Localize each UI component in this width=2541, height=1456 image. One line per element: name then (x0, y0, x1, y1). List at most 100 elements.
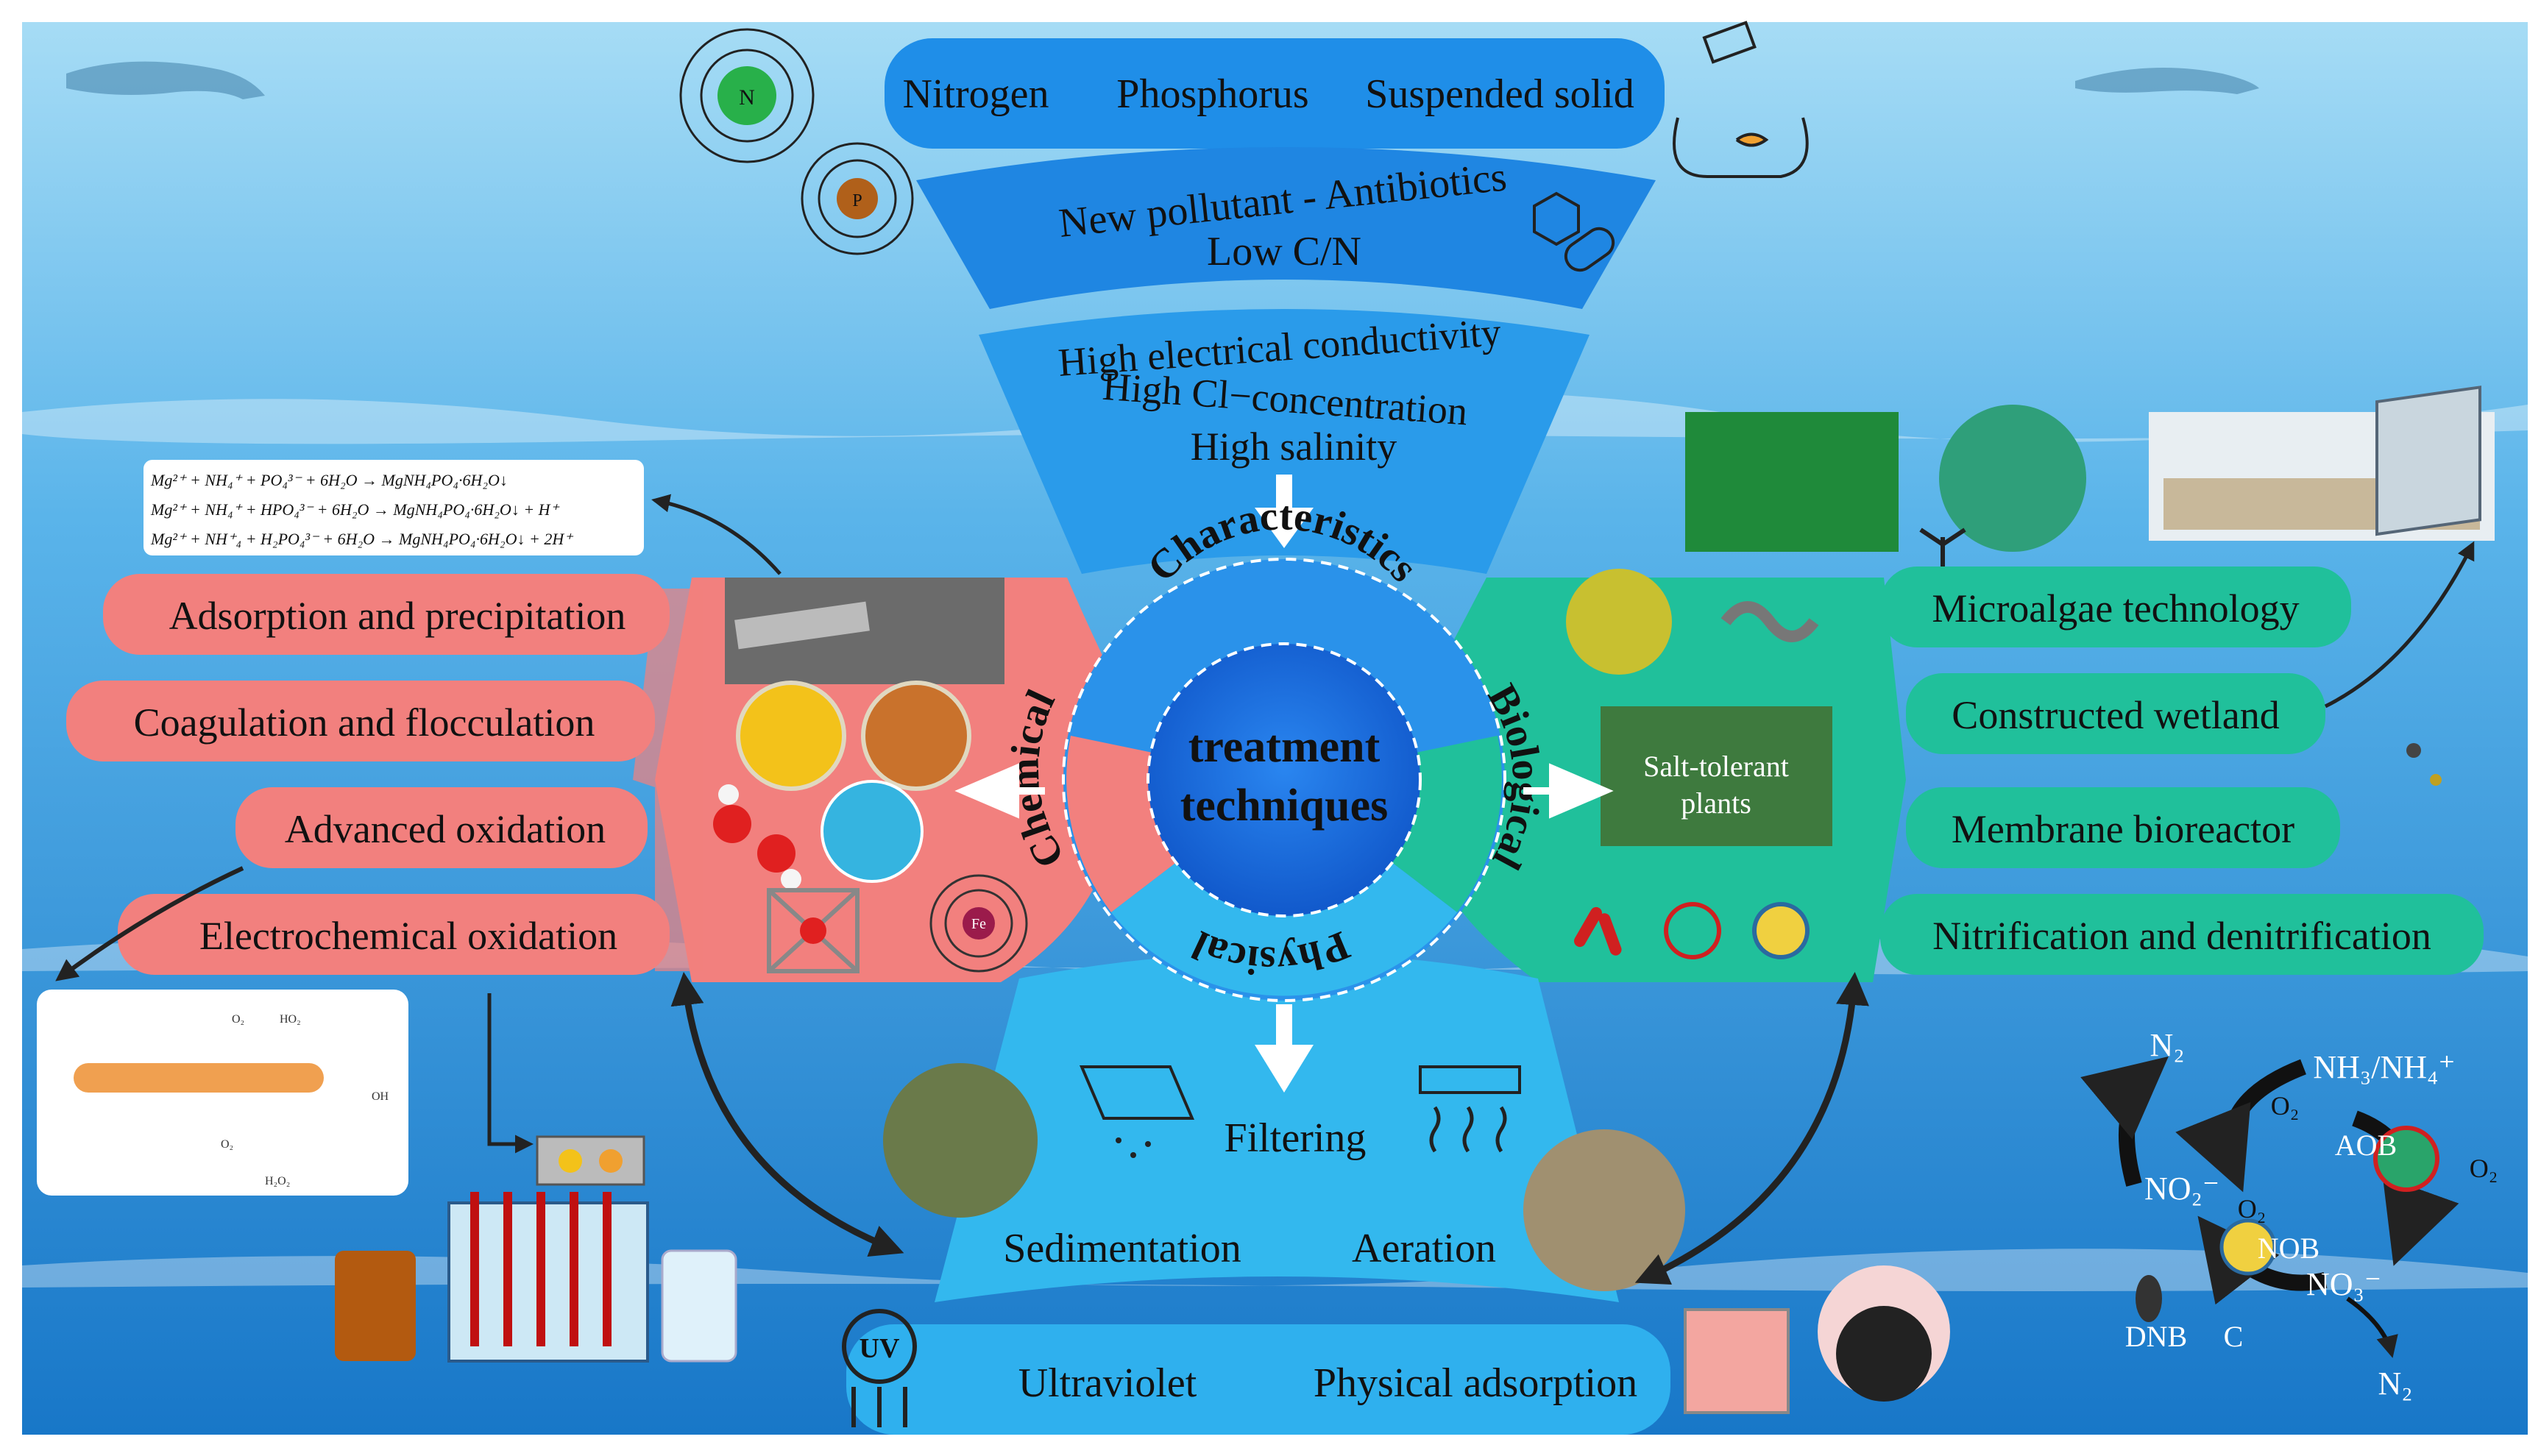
whale-silhouettes (66, 61, 2259, 99)
plants-label-1: Salt-tolerant (1643, 750, 1789, 783)
dnb-cell-icon (2136, 1275, 2162, 1322)
svg-text:NH₃/NH₄⁺: NH₃/NH₄⁺ (2313, 1049, 2455, 1085)
bio-item-2 (1906, 673, 2325, 754)
band1-low-cn: Low C/N (1207, 229, 1361, 274)
nob-cell-icon (2219, 1218, 2277, 1276)
down-arrow-top-icon (1255, 508, 1314, 548)
svg-text:P: P (852, 191, 862, 210)
filter-icon (1079, 1065, 1195, 1158)
center-core (1147, 642, 1422, 917)
svg-text:O₂: O₂ (221, 1138, 233, 1151)
cycle-arrow-to-n2 (2080, 1056, 2169, 1187)
top-bar-nitrogen: Nitrogen (902, 71, 1049, 117)
center-line-2: techniques (1180, 781, 1388, 831)
brown-powder-dish (861, 681, 971, 791)
sedimentation-photo (883, 1063, 1038, 1218)
top-bar-phosphorus: Phosphorus (1116, 71, 1308, 117)
oxidation-membrane (74, 1063, 324, 1093)
fork-arrow-microalgae (1919, 528, 1966, 567)
equation-2: Mg²⁺ + NH₄⁺ + HPO₄³⁻ + 6H₂O → MgNH₄PO₄·6… (150, 500, 561, 519)
top-bar (885, 38, 1665, 149)
chem-item-2-label: Coagulation and flocculation (134, 700, 595, 745)
chem-item-2 (66, 681, 655, 761)
bio-item-1 (1880, 567, 2351, 647)
bio-item-1-label: Microalgae technology (1932, 586, 2299, 631)
cycle-arrow-to-n2-bottom (2346, 1296, 2398, 1358)
o2-label-1: O₂ (2271, 1091, 2300, 1121)
svg-text:O₂: O₂ (232, 1013, 244, 1026)
arrow-bio-physical (1634, 972, 1869, 1285)
svg-text:N₂: N₂ (2378, 1366, 2412, 1402)
yellow-powder-dish (736, 681, 846, 791)
bio-item-3-label: Membrane bioreactor (1952, 807, 2294, 851)
equation-box (143, 460, 644, 555)
bio-item-3 (1906, 787, 2340, 868)
bio-item-4 (1880, 894, 2484, 975)
adsorption-beaker-icon (1684, 1265, 1950, 1414)
fishbowl-icon (1673, 21, 1809, 178)
oxidation-labels: O₂ HO₂ OH O₂ H₂O₂ (221, 1013, 389, 1187)
band-new-pollutant (916, 147, 1656, 309)
fe-atom-icon: Fe (929, 874, 1028, 973)
arrow-to-oxidation (55, 866, 244, 981)
bottom-bar (846, 1324, 1670, 1435)
algae-cells-icon (1566, 569, 1819, 675)
physical-filtering: Filtering (1225, 1115, 1367, 1161)
svg-text:UV: UV (860, 1333, 900, 1364)
svg-text:C: C (2224, 1320, 2244, 1353)
microalgae-photobioreactor-image (1685, 412, 1899, 552)
chem-item-4 (118, 894, 670, 975)
down-arrow-bottom-icon (1255, 1045, 1314, 1093)
arrow-to-electrochemical (487, 993, 534, 1154)
antibiotic-molecule-icon (1533, 191, 1615, 272)
svg-text:OH: OH (372, 1090, 389, 1103)
microalgae-sphere-image (1939, 405, 2086, 552)
arrow-to-equations (651, 494, 782, 575)
phosphorus-atom-icon: P (801, 142, 914, 255)
sem-rod (734, 601, 870, 650)
crystal-lattice-icon (767, 888, 860, 973)
aeration-photo (1523, 1129, 1685, 1291)
electrochemical-cell-icon (335, 1135, 737, 1363)
svg-text:DNB: DNB (2125, 1320, 2187, 1353)
salt-tolerant-plants-image (1601, 706, 1832, 846)
svg-text:N: N (739, 85, 755, 110)
plants-label-2: plants (1681, 786, 1751, 820)
uv-icon: UV (842, 1309, 917, 1427)
svg-text:N₂: N₂ (2150, 1027, 2184, 1063)
svg-text:HO₂: HO₂ (280, 1013, 301, 1026)
h2o2-molecule-icon (713, 784, 801, 889)
equation-1: Mg²⁺ + NH₄⁺ + PO₄³⁻ + 6H₂O → MgNH₄PO₄·6H… (150, 471, 508, 489)
chemical-connector (633, 589, 703, 971)
physical-panel (935, 953, 1619, 1302)
bacteria-icons (1574, 902, 1810, 959)
band2-salinity: High salinity (1191, 425, 1397, 469)
center-line-1: treatment (1188, 722, 1381, 772)
band-salinity (979, 309, 1590, 574)
svg-text:H₂O₂: H₂O₂ (265, 1175, 290, 1187)
arrow-chem-physical (670, 972, 904, 1257)
chem-item-3-label: Advanced oxidation (285, 807, 606, 851)
equation-3: Mg²⁺ + NH⁺₄ + H₂PO₄³⁻ + 6H₂O → MgNH₄PO₄·… (150, 530, 574, 548)
arrow-to-wetland (2324, 541, 2475, 709)
svg-text:NOB: NOB (2258, 1232, 2319, 1265)
membrane-bioreactor-icon (2375, 386, 2481, 786)
chem-item-4-label: Electrochemical oxidation (199, 914, 617, 958)
bottom-physical-adsorption: Physical adsorption (1314, 1360, 1637, 1406)
chem-item-1 (103, 574, 670, 655)
o2-label-3: O₂ (2238, 1194, 2267, 1224)
aob-cell-icon (2373, 1126, 2439, 1192)
top-bar-suspended-solid: Suspended solid (1365, 71, 1634, 117)
svg-text:Fe: Fe (971, 916, 986, 932)
equations: Mg²⁺ + NH₄⁺ + PO₄³⁻ + 6H₂O → MgNH₄PO₄·6H… (150, 471, 574, 548)
physical-sedimentation: Sedimentation (1003, 1226, 1241, 1271)
physical-aeration: Aeration (1352, 1226, 1496, 1271)
svg-text:NO₃⁻: NO₃⁻ (2306, 1266, 2381, 1302)
svg-text:AOB: AOB (2335, 1129, 2397, 1162)
svg-text:NO₂⁻: NO₂⁻ (2144, 1171, 2219, 1207)
nitrogen-atom-icon: N (679, 28, 815, 163)
nanoparticle-sphere-icon (821, 780, 924, 883)
nitrogen-cycle-diagram: N₂ NH₃/NH₄⁺ AOB NO₂⁻ NOB NO₃⁻ DNB C N₂ O… (2080, 1027, 2498, 1402)
